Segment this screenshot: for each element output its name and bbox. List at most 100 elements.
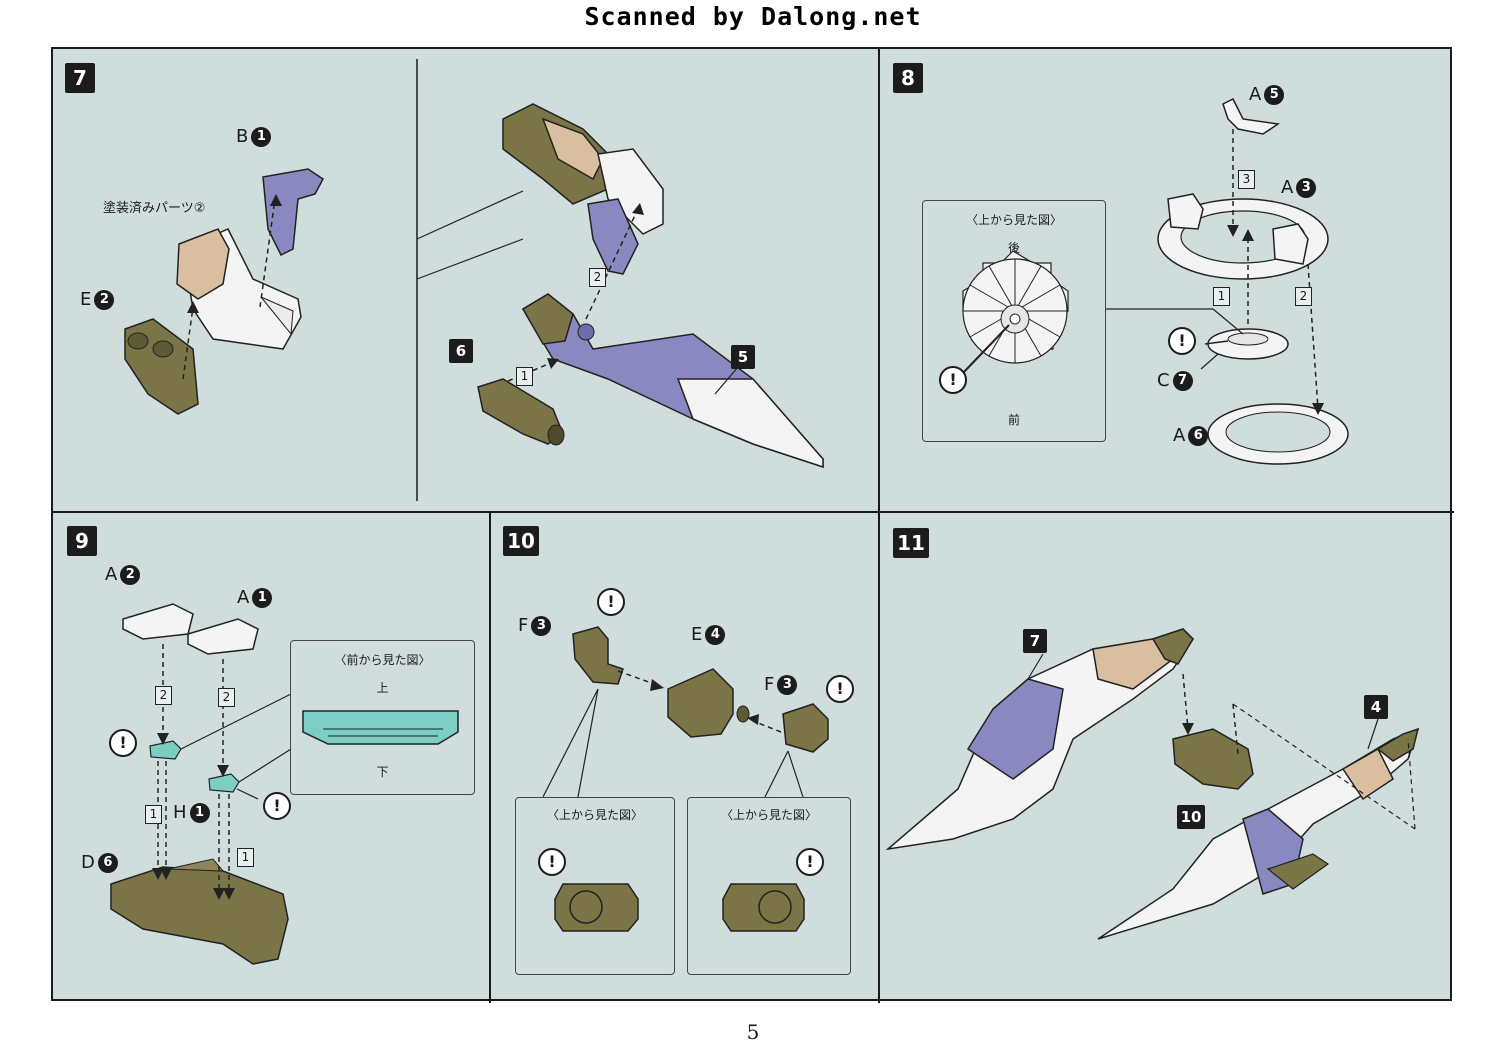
step10-part-e4 bbox=[667, 668, 750, 738]
step10-caution-icon-b: ! bbox=[826, 675, 854, 703]
step10-callout-left-part bbox=[554, 883, 639, 932]
step7-right-arm-assembly bbox=[502, 103, 664, 275]
step9-callout-part bbox=[302, 710, 459, 745]
label-letter: H bbox=[173, 802, 187, 823]
label-number: 2 bbox=[94, 290, 115, 310]
label-number: 3 bbox=[531, 616, 552, 636]
step-11-badge: 11 bbox=[893, 528, 929, 558]
callout-caution-icon: ! bbox=[538, 848, 566, 876]
step7-part-b1 bbox=[262, 168, 324, 257]
step10-left-callout: 〈上から見た図〉 ! bbox=[515, 797, 675, 975]
step9-part-h1-b bbox=[208, 773, 240, 793]
step9-front-view-callout: 〈前から見た図〉 上 下 bbox=[290, 640, 475, 795]
label-number: 1 bbox=[251, 127, 272, 147]
label-letter: A bbox=[105, 564, 118, 585]
label-number: 6 bbox=[1188, 426, 1209, 446]
step10-right-callout: 〈上から見た図〉 ! bbox=[687, 797, 851, 975]
step11-subassembly-10 bbox=[1172, 728, 1254, 790]
step8-seq-3: 3 bbox=[1238, 170, 1255, 189]
step7-painted-note: 塗装済みパーツ② bbox=[103, 201, 206, 216]
label-number: 3 bbox=[1296, 178, 1317, 198]
step7-right-forearm-5 bbox=[521, 293, 824, 469]
step7-seq-2: 2 bbox=[589, 268, 606, 287]
callout-title: 〈上から見た図〉 bbox=[965, 213, 1062, 227]
label-number: 3 bbox=[777, 675, 798, 695]
step-7-badge: 7 bbox=[65, 63, 95, 93]
callout-bottom-label: 下 bbox=[376, 765, 389, 779]
label-number: 1 bbox=[252, 588, 273, 608]
step7-subassembly-6: 6 bbox=[449, 339, 473, 363]
step8-top-view-callout: 〈上から見た図〉 後 前 ! bbox=[922, 200, 1106, 442]
step10-caution-icon-a: ! bbox=[597, 588, 625, 616]
step8-caution-icon: ! bbox=[1168, 327, 1196, 355]
step8-part-a3-ring bbox=[1157, 193, 1329, 280]
step9-part-h1-a bbox=[149, 740, 182, 760]
label-number: 1 bbox=[189, 803, 210, 823]
step8-part-a6-ring bbox=[1207, 403, 1349, 465]
label-letter: A bbox=[1173, 425, 1186, 446]
step9-caution-icon-b: ! bbox=[263, 792, 291, 820]
step11-assembly-4 bbox=[1097, 727, 1420, 940]
label-number: 7 bbox=[1172, 371, 1193, 391]
callout-top-label: 上 bbox=[376, 681, 389, 695]
step11-subassembly-4: 4 bbox=[1364, 695, 1388, 719]
step11-subassembly-10: 10 bbox=[1177, 805, 1205, 829]
step8-part-a5 bbox=[1222, 97, 1281, 135]
label-letter: C bbox=[1157, 370, 1170, 391]
watermark: Scanned by Dalong.net bbox=[584, 2, 922, 31]
step7-part-e2 bbox=[124, 318, 199, 415]
label-number: 6 bbox=[97, 853, 118, 873]
callout-caution-icon: ! bbox=[796, 848, 824, 876]
step9-part-a1 bbox=[187, 618, 259, 655]
step10-part-f3b bbox=[782, 703, 829, 753]
label-letter: F bbox=[518, 615, 529, 636]
label-letter: A bbox=[1249, 84, 1262, 105]
label-number: 5 bbox=[1264, 85, 1285, 105]
step7-subassembly-5: 5 bbox=[731, 345, 755, 369]
step11-subassembly-7: 7 bbox=[1023, 629, 1047, 653]
step9-seq-2a: 2 bbox=[155, 686, 172, 705]
step9-seq-2b: 2 bbox=[218, 688, 235, 707]
label-number: 4 bbox=[705, 625, 726, 645]
step8-part-c7-disc bbox=[1207, 328, 1289, 360]
label-letter: F bbox=[764, 674, 775, 695]
label-number: 2 bbox=[120, 565, 141, 585]
callout-title: 〈上から見た図〉 bbox=[546, 808, 643, 822]
label-letter: D bbox=[81, 852, 95, 873]
callout-bottom-label: 前 bbox=[1007, 413, 1020, 427]
step8-seq-1: 1 bbox=[1213, 287, 1230, 306]
step10-part-f3a bbox=[572, 626, 624, 685]
page-number: 5 bbox=[746, 1020, 760, 1044]
label-letter: E bbox=[80, 289, 92, 310]
label-letter: A bbox=[1281, 177, 1294, 198]
callout-disc-drawing bbox=[962, 250, 1069, 374]
label-letter: E bbox=[691, 624, 703, 645]
step9-caution-icon-a: ! bbox=[109, 729, 137, 757]
step7-right-part-6 bbox=[477, 378, 565, 446]
step-8-badge: 8 bbox=[893, 63, 923, 93]
step9-seq-1b: 1 bbox=[237, 848, 254, 867]
callout-title: 〈前から見た図〉 bbox=[334, 653, 431, 667]
callout-top-label: 後 bbox=[1007, 241, 1020, 255]
step7-part-painted bbox=[176, 228, 230, 300]
callout-title: 〈上から見た図〉 bbox=[720, 808, 817, 822]
step11-assembly-7 bbox=[885, 628, 1194, 851]
step-10-badge: 10 bbox=[503, 526, 539, 556]
label-letter: B bbox=[236, 126, 249, 147]
step10-callout-right-part bbox=[722, 883, 805, 932]
step9-part-a2 bbox=[122, 603, 194, 640]
callout-caution-icon: ! bbox=[939, 366, 967, 394]
